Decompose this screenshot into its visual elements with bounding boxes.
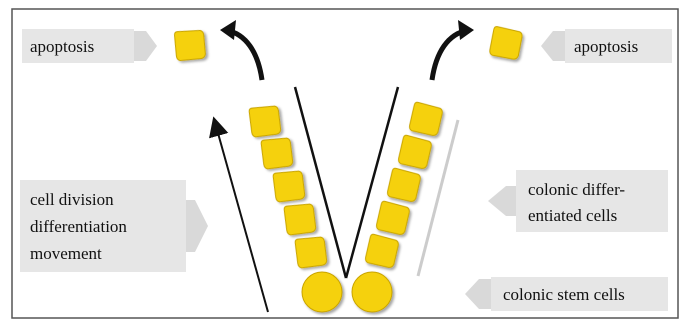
apoptosis-right-box: [565, 29, 672, 63]
cell-division-callout: cell division differentiation movement: [20, 180, 208, 272]
colonic-differentiated-box: [516, 170, 668, 232]
apoptosis-left-box: [22, 29, 134, 63]
colonic-stem-label: colonic stem cells: [503, 285, 625, 304]
curved-arrow-right-head: [458, 20, 474, 40]
crypt-wall-left-line: [293, 86, 348, 279]
migration-arrow-left: [209, 116, 269, 313]
stem-cell-right: [351, 271, 393, 313]
colonic-differentiated-label-line1: colonic differ-: [528, 180, 625, 199]
crypt-wall-right-line: [344, 86, 400, 279]
crypt-cell-left-5: [294, 236, 328, 269]
diagram-frame: [11, 8, 679, 319]
cell-division-label-line1: cell division: [30, 190, 114, 209]
apoptosis-right-callout: apoptosis: [541, 29, 672, 63]
crypt-cell-right-1: [409, 101, 443, 136]
colonic-stem-box: [491, 277, 668, 311]
cell-division-label-line3: movement: [30, 244, 102, 263]
crypt-cell-right-2: [398, 134, 432, 169]
apoptotic-cell-left: [174, 29, 206, 62]
crypt-cells: [174, 26, 523, 313]
colonic-differentiated-label-line2: entiated cells: [528, 206, 617, 225]
cell-division-arrow: [186, 200, 208, 252]
cell-division-box: [20, 180, 186, 272]
cell-division-label-line2: differentiation: [30, 217, 127, 236]
apoptosis-right-label: apoptosis: [574, 37, 638, 56]
colonic-differentiated-callout: colonic differ- entiated cells: [488, 170, 668, 232]
crypt-cell-left-2: [260, 137, 294, 170]
apoptosis-left-callout: apoptosis: [22, 29, 157, 63]
apoptotic-cell-right: [489, 26, 523, 60]
curved-arrow-left-head: [220, 20, 236, 40]
crypt-cell-left-3: [272, 170, 306, 203]
stem-cell-left: [301, 271, 343, 313]
apoptosis-right-arrow: [541, 31, 565, 61]
apoptosis-left-label: apoptosis: [30, 37, 94, 56]
crypt-cell-left-1: [248, 105, 282, 138]
migration-line-right: [416, 119, 460, 277]
colonic-differentiated-arrow: [488, 186, 516, 216]
crypt-cell-right-3: [387, 167, 421, 202]
colonic-stem-callout: colonic stem cells: [465, 277, 668, 311]
crypt-cell-right-5: [365, 233, 399, 268]
apoptosis-left-arrow: [134, 31, 157, 61]
crypt-cell-right-4: [376, 200, 410, 235]
colonic-stem-arrow: [465, 279, 491, 309]
crypt-cell-left-4: [283, 203, 317, 236]
